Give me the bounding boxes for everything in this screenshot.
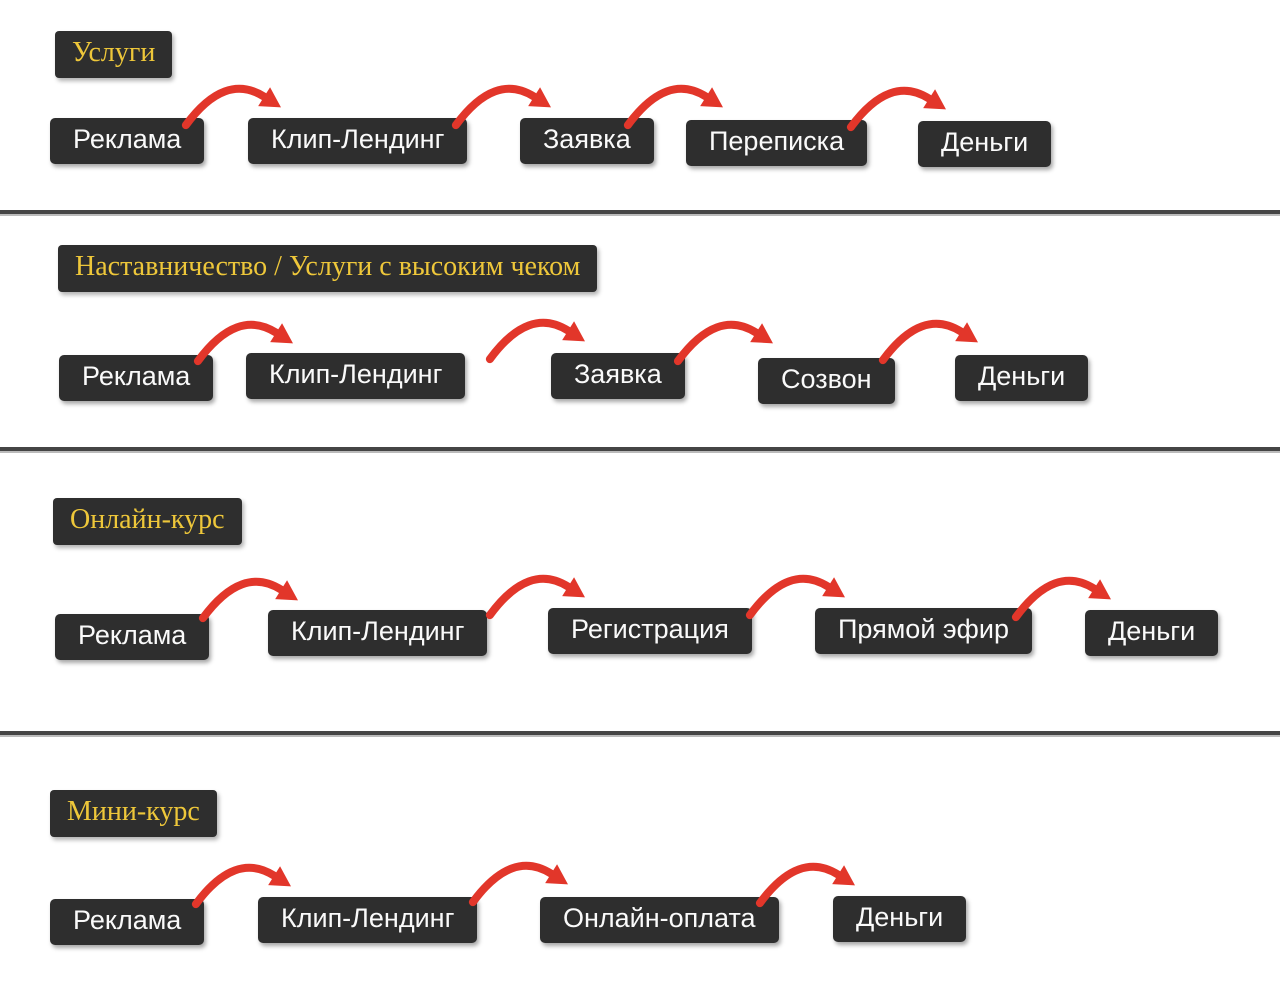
step-box-dengi: Деньги xyxy=(955,355,1089,401)
curved-arrow-icon xyxy=(451,84,551,130)
curved-arrow-icon xyxy=(673,320,773,366)
step-box-klip-lending: Клип-Лендинг xyxy=(248,118,468,164)
step-box-klip-lending: Клип-Лендинг xyxy=(258,897,478,943)
curved-arrow-icon xyxy=(198,577,298,623)
curved-arrow-icon xyxy=(623,84,723,130)
step-box-dengi: Деньги xyxy=(918,121,1052,167)
step-box-reklama: Реклама xyxy=(59,355,214,401)
step-box-dengi: Деньги xyxy=(833,896,967,942)
curved-arrow-icon xyxy=(878,319,978,365)
step-box-reklama: Реклама xyxy=(50,118,205,164)
curved-arrow-icon xyxy=(191,863,291,909)
step-box-klip-lending: Клип-Лендинг xyxy=(268,610,488,656)
curved-arrow-icon xyxy=(181,84,281,130)
step-box-zayavka: Заявка xyxy=(551,353,685,399)
step-box-sozvon: Созвон xyxy=(758,358,895,404)
curved-arrow-icon xyxy=(1011,576,1111,622)
step-box-pryamoy-efir: Прямой эфир xyxy=(815,608,1032,654)
row-title-badge: Наставничество / Услуги с высоким чеком xyxy=(58,245,598,292)
step-box-dengi: Деньги xyxy=(1085,610,1219,656)
row-title-badge: Услуги xyxy=(55,31,173,78)
curved-arrow-icon xyxy=(485,574,585,620)
curved-arrow-icon xyxy=(755,862,855,908)
section-divider xyxy=(0,731,1280,735)
curved-arrow-icon xyxy=(485,318,585,364)
row-title-badge: Онлайн-курс xyxy=(53,498,242,545)
step-box-registratsiya: Регистрация xyxy=(548,608,752,654)
step-box-klip-lending: Клип-Лендинг xyxy=(246,353,466,399)
step-box-reklama: Реклама xyxy=(55,614,210,660)
curved-arrow-icon xyxy=(193,320,293,366)
section-divider xyxy=(0,210,1280,214)
step-box-reklama: Реклама xyxy=(50,899,205,945)
step-box-perepiska: Переписка xyxy=(686,120,868,166)
section-divider xyxy=(0,447,1280,451)
curved-arrow-icon xyxy=(846,86,946,132)
step-box-onlayn-oplata: Онлайн-оплата xyxy=(540,897,779,943)
curved-arrow-icon xyxy=(745,574,845,620)
row-title-badge: Мини-курс xyxy=(50,790,217,837)
curved-arrow-icon xyxy=(468,861,568,907)
